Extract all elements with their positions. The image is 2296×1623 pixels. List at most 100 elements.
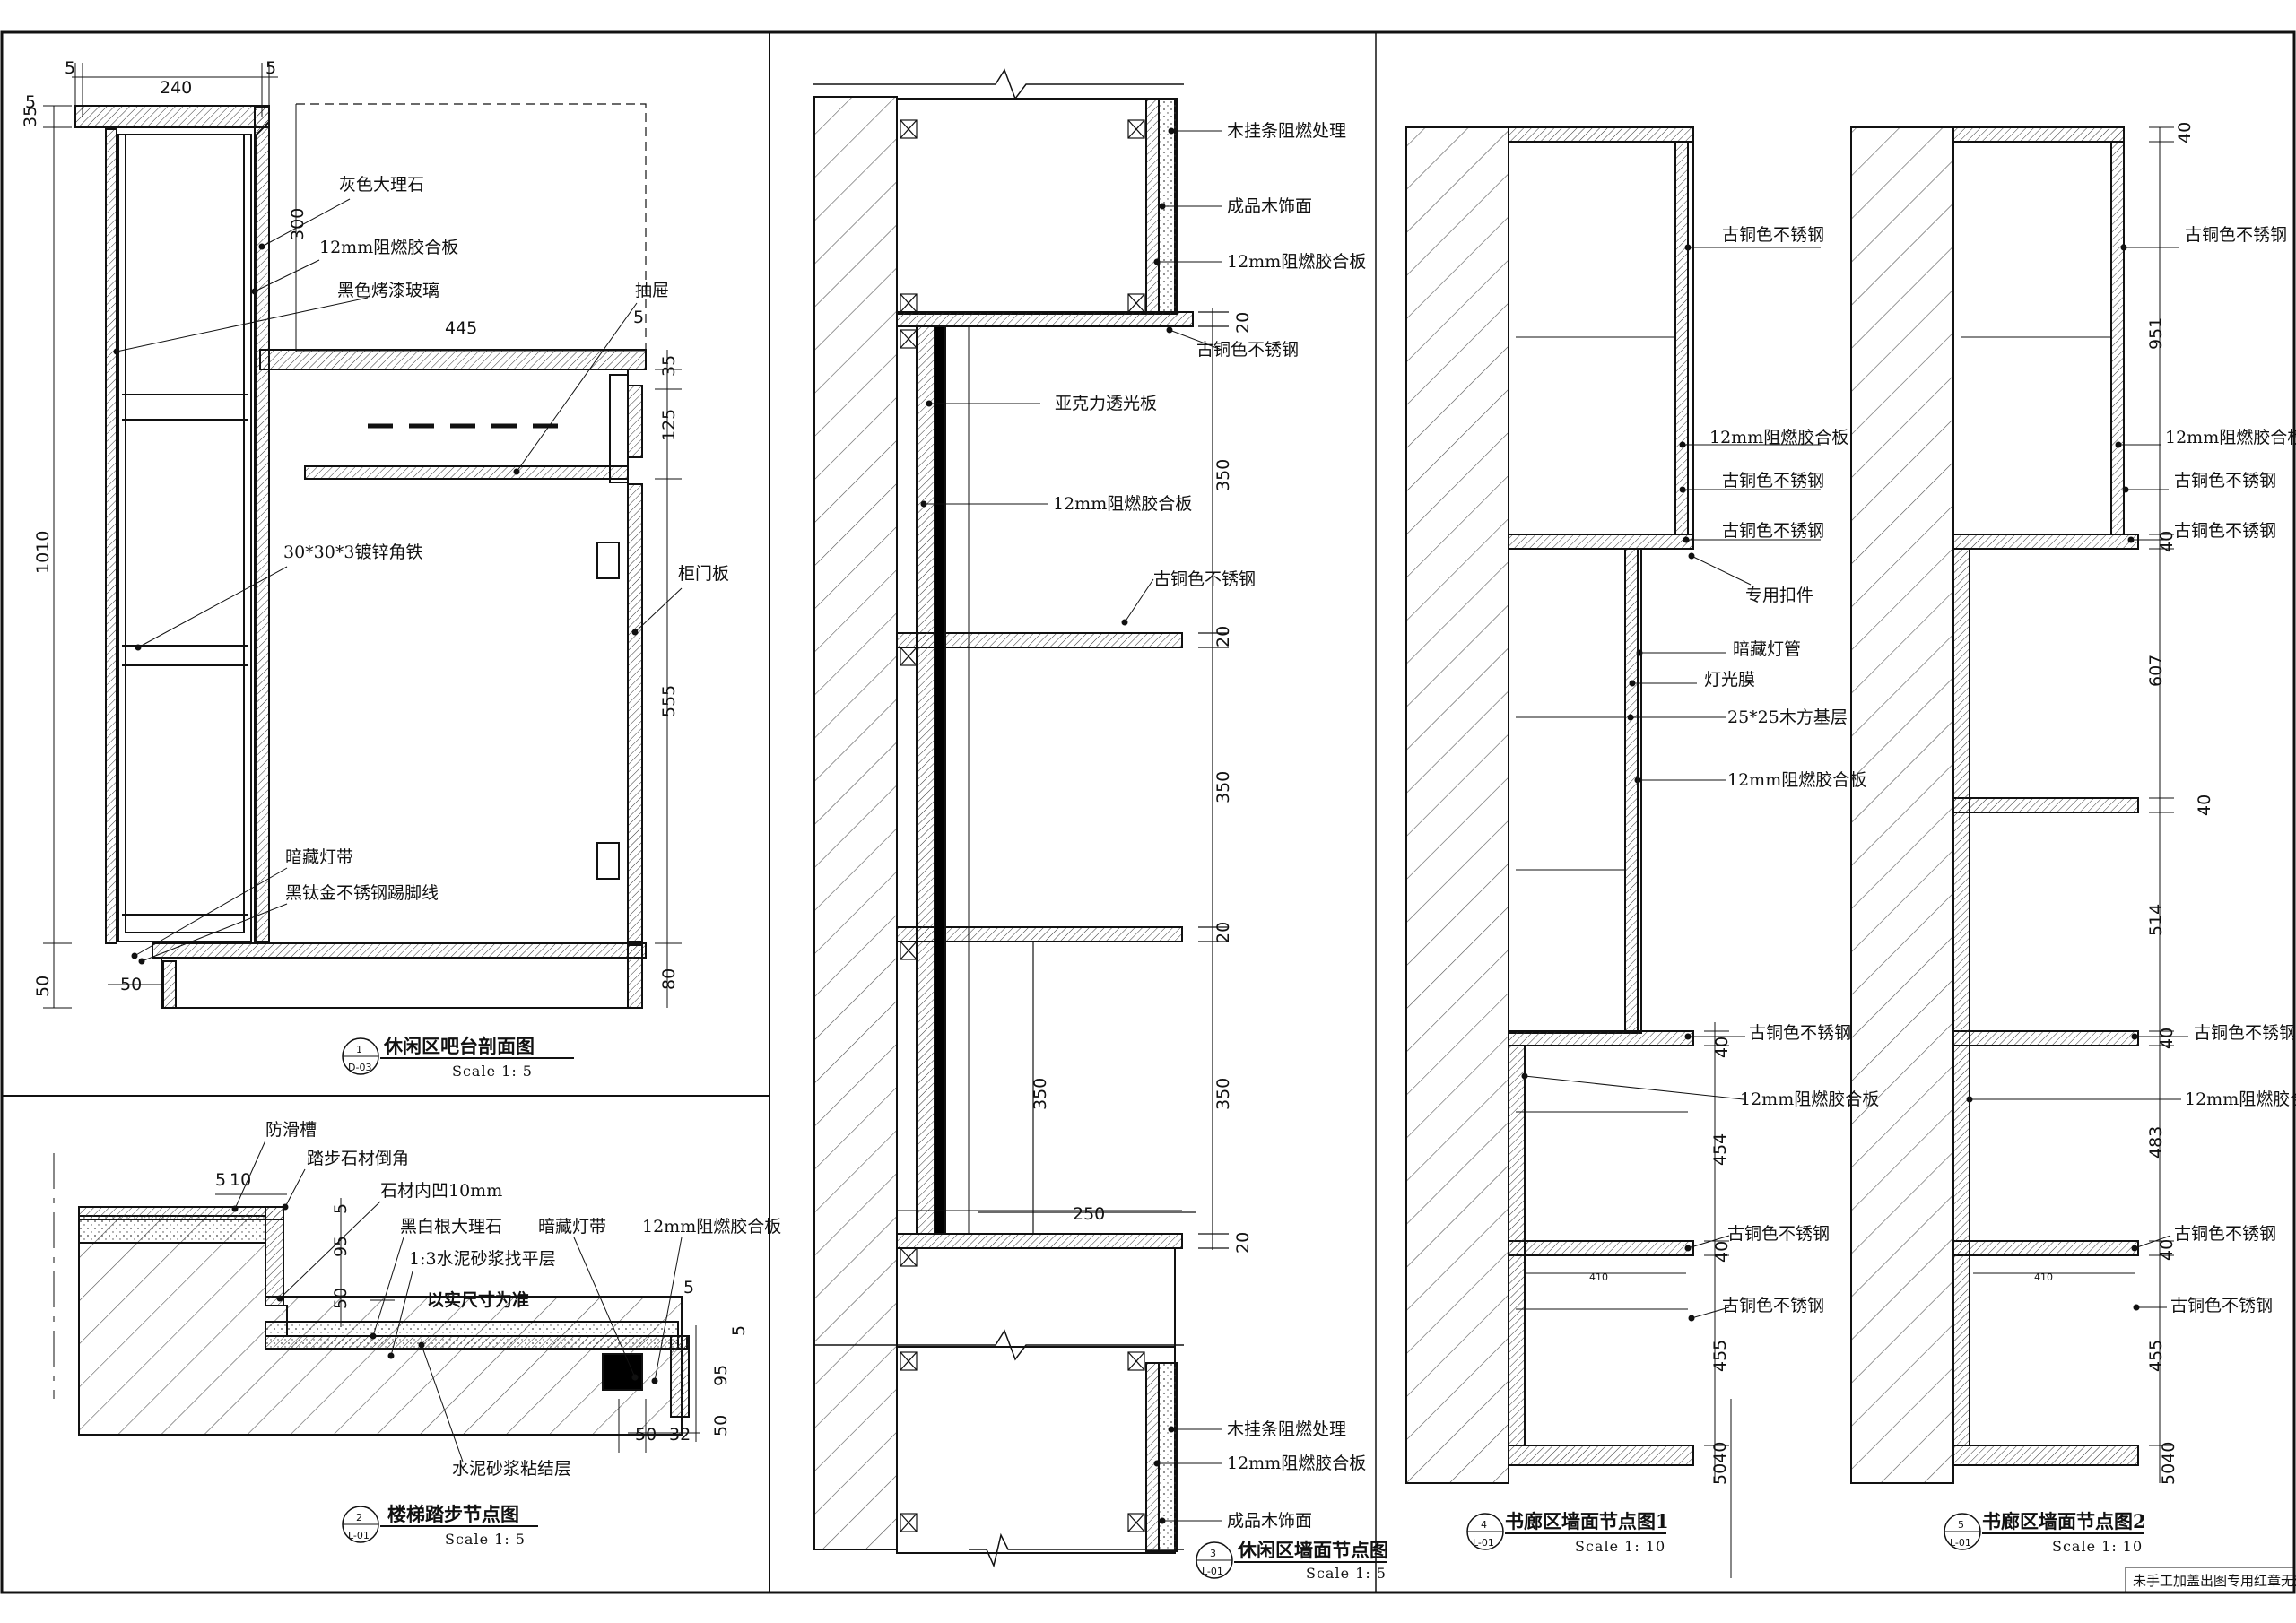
dim: 350 [1213,459,1233,491]
dim: 607 [2146,655,2166,687]
label-bronze-steel: 古铜色不锈钢 [1727,1224,1830,1244]
drawing-scale: Scale 1: 5 [1306,1565,1387,1582]
drawing-title: 书廊区墙面节点图1 [1505,1510,1669,1532]
dim: 350 [1031,1078,1050,1110]
dim: 1010 [33,531,53,574]
dim: 240 [160,78,192,98]
dim: 35 [659,355,679,377]
label-plywood: 12mm阻燃胶合板 [1227,1454,1366,1473]
dim: 5040 [2159,1442,2179,1485]
label-plywood: 12mm阻燃胶合板 [642,1217,781,1237]
label-plywood: 12mm阻燃胶合板 [1740,1089,1879,1109]
dim: 250 [1073,1204,1105,1224]
label-wood-strip: 木挂条阻燃处理 [1227,121,1346,141]
drawing-ref: L-01 [1473,1537,1494,1549]
label-plywood: 12mm阻燃胶合板 [1227,252,1366,272]
drawing-number: 5 [1958,1519,1964,1531]
label-step-chamfer: 踏步石材倒角 [307,1149,409,1168]
dim: 5 [215,1170,226,1190]
title-block-4: 4 L-01 书廊区墙面节点图1 Scale 1: 10 [1466,1510,1669,1555]
drawing-3-lounge-wall: 20 350 20 350 20 350 350 250 20 木挂条阻燃处理 … [813,68,1388,1582]
label-bronze-steel: 古铜色不锈钢 [2174,1224,2276,1244]
dim: 5 [683,1278,694,1298]
label-kickplate: 黑钛金不锈钢踢脚线 [285,883,439,903]
title-block-1: 1 D-03 休闲区吧台剖面图 Scale 1: 5 [342,1035,574,1080]
drawing-scale: Scale 1: 10 [2052,1538,2143,1555]
label-bronze-steel: 古铜色不锈钢 [2174,471,2276,490]
label-hidden-light: 暗藏灯带 [285,847,353,867]
label-hidden-light: 暗藏灯带 [538,1217,606,1237]
label-wood-strip: 木挂条阻燃处理 [1227,1419,1346,1439]
drawing-title: 楼梯踏步节点图 [387,1503,519,1525]
title-block-3: 3 L-01 休闲区墙面节点图 Scale 1: 5 [1196,1539,1388,1582]
label-black-glass: 黑色烤漆玻璃 [337,281,439,300]
label-bronze-steel: 古铜色不锈钢 [1722,471,1824,490]
dim: 95 [331,1236,351,1257]
drawing-ref: L-01 [1202,1566,1223,1577]
dim: 5 [265,58,276,78]
dim: 5 [331,1203,351,1214]
sheet-frame [0,30,2296,1594]
dim: 35 [21,106,40,127]
label-light-film: 灯光膜 [1704,670,1755,690]
dim: 410 [1589,1271,1608,1283]
label-bronze-steel: 古铜色不锈钢 [2194,1023,2296,1043]
label-plywood: 12mm阻燃胶合板 [1709,428,1848,447]
label-wood-base: 25*25木方基层 [1727,707,1848,727]
label-special-fastener: 专用扣件 [1745,586,1813,605]
drawing-ref: D-03 [348,1062,371,1073]
drawing-number: 3 [1210,1548,1216,1559]
dim: 300 [288,208,308,240]
dim: 350 [1213,1078,1233,1110]
dim: 5 [729,1325,749,1336]
dim: 40 [1712,1241,1732,1263]
dim: 40 [2175,122,2195,143]
label-acrylic-panel: 亚克力透光板 [1055,394,1157,413]
dim: 20 [1233,1232,1253,1254]
label-hidden-tube: 暗藏灯管 [1733,639,1801,659]
drawing-1-bar-section: 5 240 5 35 5 300 445 5 35 125 1010 555 5… [21,58,729,1080]
label-bronze-steel: 古铜色不锈钢 [1722,521,1824,541]
label-bronze-steel: 古铜色不锈钢 [1196,340,1299,360]
drawing-title: 书廊区墙面节点图2 [1982,1510,2146,1532]
dim: 483 [2146,1126,2166,1159]
label-bronze-steel: 古铜色不锈钢 [2185,225,2287,245]
dim: 40 [1712,1037,1732,1058]
drawing-4-book-corridor-wall-1: 40 454 40 455 5040 410 古铜色不锈钢 12mm阻燃胶合板 … [1405,126,1879,1578]
dim: 514 [2146,904,2166,936]
dim: 951 [2146,317,2166,350]
stamp-note: 未手工加盖出图专用红章无效 [2133,1573,2296,1589]
dim: 5 [633,308,644,327]
dim: 5040 [1710,1442,1730,1485]
label-plywood: 12mm阻燃胶合板 [1053,494,1192,514]
label-wood-veneer: 成品木饰面 [1227,196,1312,216]
drawing-ref: L-01 [348,1530,370,1541]
dim: 50 [635,1425,657,1445]
dim: 555 [659,685,679,717]
dim: 350 [1213,771,1233,803]
drawing-scale: Scale 1: 5 [452,1063,533,1080]
dim: 20 [1213,626,1233,647]
dim: 50 [120,975,142,994]
label-bronze-steel: 古铜色不锈钢 [1722,225,1824,245]
drawing-number: 1 [356,1044,362,1055]
label-door-panel: 柜门板 [678,564,729,584]
drawing-5-book-corridor-wall-2: 40 951 40 607 40 514 40 483 40 455 5040 … [1850,122,2296,1555]
dim: 40 [2157,1239,2177,1261]
drawing-title: 休闲区吧台剖面图 [383,1035,535,1057]
dim: 95 [711,1365,731,1386]
dim: 20 [1233,312,1253,334]
dim: 40 [2157,1028,2177,1049]
label-mortar-bond: 水泥砂浆粘结层 [452,1459,571,1479]
label-anti-slip-groove: 防滑槽 [265,1120,317,1140]
label-plywood: 12mm阻燃胶合板 [319,238,458,257]
title-block-5: 5 L-01 书廊区墙面节点图2 Scale 1: 10 [1944,1510,2146,1555]
drawing-ref: L-01 [1950,1537,1971,1549]
label-bronze-steel: 古铜色不锈钢 [1749,1023,1851,1043]
label-plywood: 12mm阻燃胶合板 [1727,770,1866,790]
dim: 50 [331,1288,351,1309]
dim: 50 [711,1415,731,1436]
label-drawer: 抽屉 [635,281,669,300]
stamp-note-box: 未手工加盖出图专用红章无效 [2125,1567,2296,1593]
